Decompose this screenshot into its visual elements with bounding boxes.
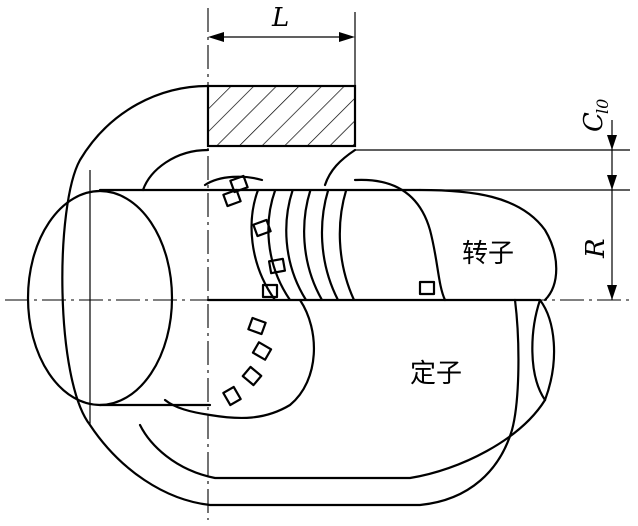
- rotor-winding-right-edge: [353, 178, 447, 302]
- dimension-L-arrow-right: [339, 32, 355, 42]
- dimension-C-label: C: [579, 112, 609, 132]
- stator-front-ring: [138, 298, 556, 480]
- stator-bore-lower: [163, 298, 315, 420]
- dimension-R-label: R: [581, 238, 611, 259]
- dimension-R-arrow-bottom: [607, 285, 617, 300]
- stator-label: 定子: [410, 359, 462, 389]
- dimension-L-label: L: [271, 3, 289, 33]
- shaft-end-disc: [26, 189, 174, 407]
- dimension-C-subscript: l0: [593, 99, 612, 114]
- rotor-label: 转子: [462, 239, 514, 269]
- stator-bore-upper: [141, 148, 357, 192]
- rotor-right-end: [418, 188, 558, 302]
- dimension-C-arrow: [607, 135, 617, 150]
- dimension-C-arrow-bottom: [607, 175, 617, 190]
- rotor-winding-left-edge: [203, 175, 264, 187]
- rotor-windings: [250, 190, 355, 300]
- stator-section-hatch: [206, 84, 357, 148]
- stator-outer-shell: [61, 84, 520, 507]
- rotor-body: [98, 188, 422, 407]
- dimension-L-arrow-left: [208, 32, 224, 42]
- stator-inner-edge: [531, 298, 547, 402]
- bearing-pads: [222, 174, 436, 407]
